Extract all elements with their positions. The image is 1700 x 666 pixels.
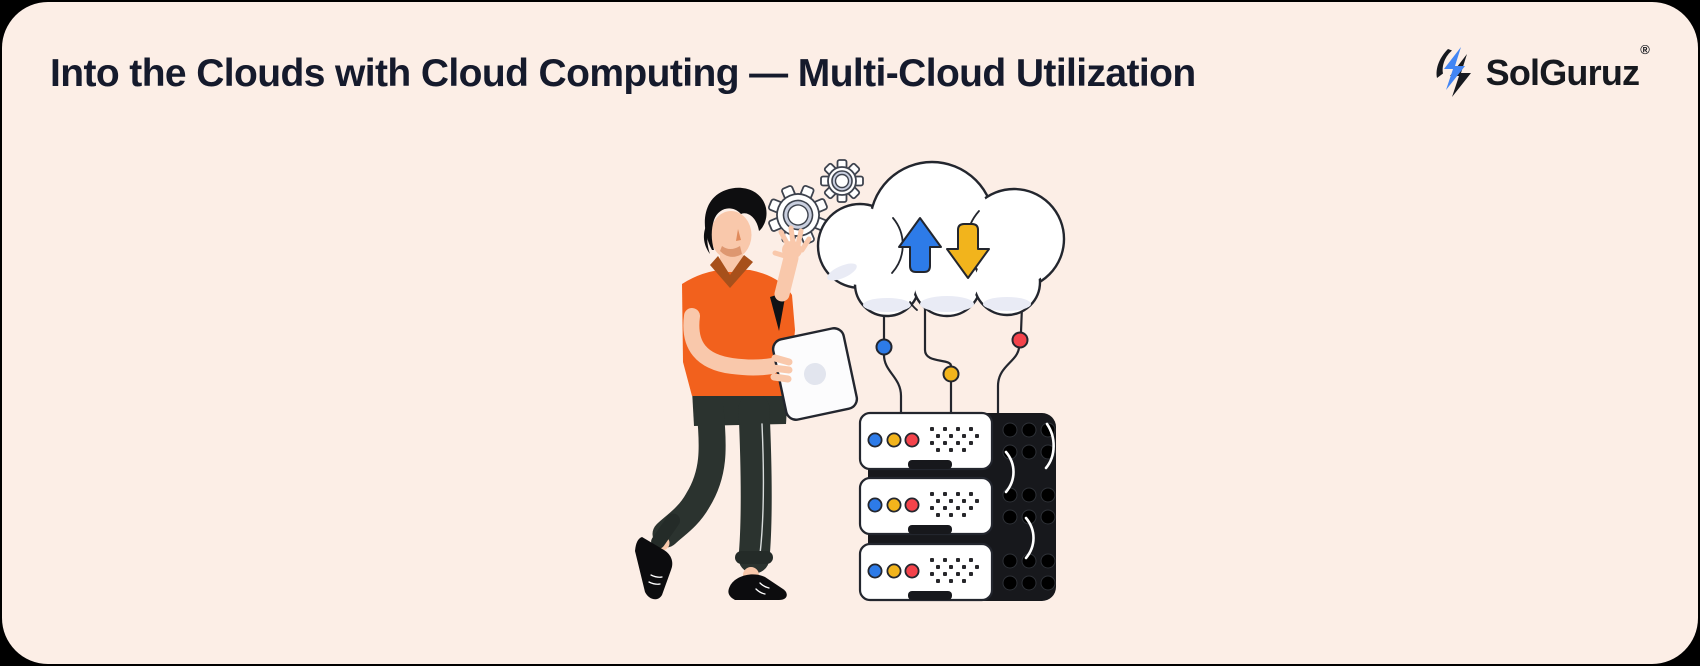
node-yellow <box>942 365 960 383</box>
hair <box>704 187 767 250</box>
collar <box>710 255 753 288</box>
solguruz-logo-icon <box>1436 47 1471 97</box>
cloud-server-connectors <box>882 304 1024 416</box>
solguruz-logo-text: SolGuruz® <box>1485 42 1650 93</box>
node-blue <box>875 338 893 356</box>
download-arrow-icon <box>946 223 990 279</box>
multi-cloud-illustration <box>602 134 1082 620</box>
shoes <box>635 537 787 600</box>
gears-icon <box>767 159 864 246</box>
server-unit <box>858 476 994 536</box>
server-unit <box>858 411 994 471</box>
server-unit <box>858 542 994 602</box>
connector-nodes <box>875 331 1029 383</box>
raised-hand <box>772 225 812 259</box>
person-with-tablet <box>635 187 859 600</box>
cloud-icon <box>816 160 1066 318</box>
node-red <box>1011 331 1029 349</box>
tablet <box>771 327 859 421</box>
brand-logo: SolGuruz® <box>1433 42 1650 100</box>
pants <box>652 390 788 574</box>
server-rack <box>858 411 1056 602</box>
upload-arrow-icon <box>898 217 942 273</box>
registered-mark: ® <box>1640 42 1650 57</box>
page-title: Into the Clouds with Cloud Computing — M… <box>50 52 1196 95</box>
